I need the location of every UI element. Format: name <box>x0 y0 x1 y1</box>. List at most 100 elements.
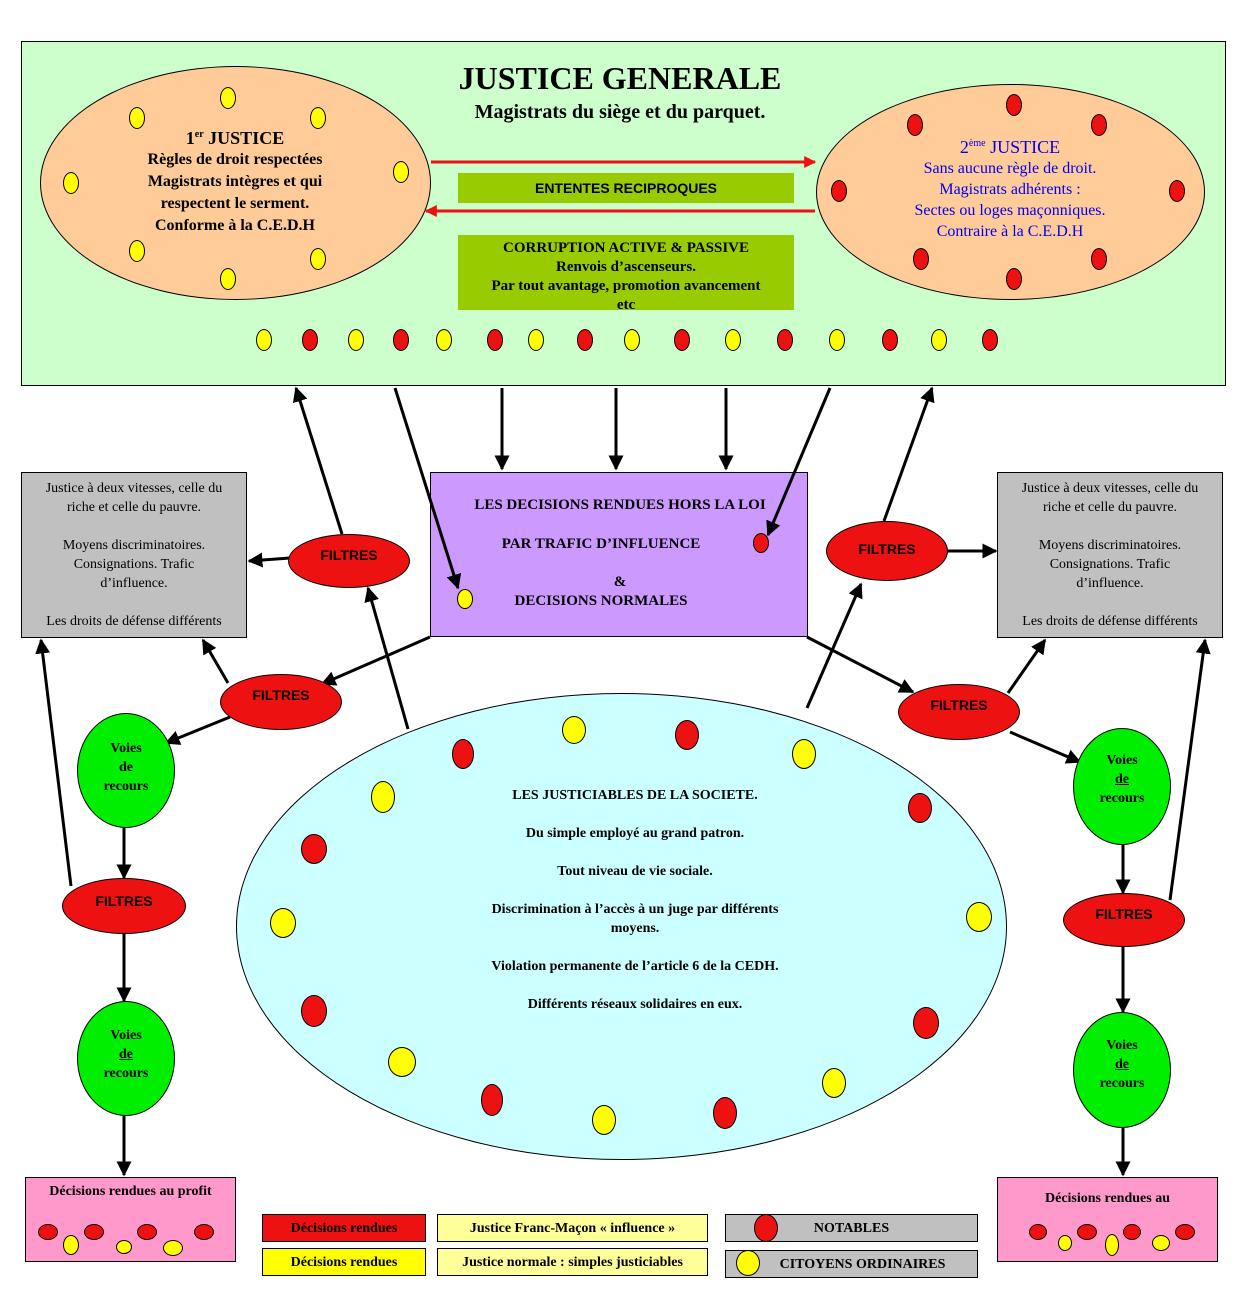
red-dot <box>1123 1224 1141 1240</box>
arrow <box>805 582 863 709</box>
arrow <box>364 586 410 730</box>
legend-red-decisions: Décisions rendues <box>262 1214 426 1242</box>
red-dot <box>913 248 929 270</box>
box-line: riche et celle du pauvre. <box>1042 500 1178 515</box>
arrow <box>1009 730 1082 764</box>
society-line: Discrimination à l’accès à un juge par d… <box>491 902 779 917</box>
red-dot <box>674 329 690 351</box>
yellow-dot <box>829 329 845 351</box>
red-dot <box>907 114 923 136</box>
decisions-profit-label: Décisions rendues au <box>1045 1191 1170 1206</box>
arrow <box>320 635 431 686</box>
red-dot <box>913 1007 939 1039</box>
box-line: Consignations. Trafic <box>1049 557 1171 572</box>
society-text: LES JUSTICIABLES DE LA SOCIETE. Du simpl… <box>455 786 815 1014</box>
society-line: Tout niveau de vie sociale. <box>557 864 713 879</box>
red-dot <box>577 329 593 351</box>
yellow-dot <box>1152 1235 1170 1251</box>
yellow-dot <box>63 172 79 194</box>
red-dot <box>1091 114 1107 136</box>
corruption-title: CORRUPTION ACTIVE & PASSIVE <box>502 240 749 256</box>
first-justice-ellipse <box>40 66 431 300</box>
yellow-dot <box>822 1068 846 1098</box>
red-dot <box>301 834 327 864</box>
yellow-dot <box>256 329 272 351</box>
second-justice-line: Contraire à la C.E.D.H <box>936 223 1084 240</box>
yellow-dot <box>792 739 816 769</box>
first-justice-line: Magistrats intègres et qui <box>147 173 323 190</box>
box-line: Moyens discriminatoires. <box>62 538 206 553</box>
first-justice-line: respectent le serment. <box>160 195 310 212</box>
yellow-dot <box>1105 1234 1119 1256</box>
box-line: Justice à deux vitesses, celle du <box>1021 481 1199 496</box>
legend-citoyens: CITOYENS ORDINAIRES <box>725 1250 978 1278</box>
yellow-dot <box>348 329 364 351</box>
yellow-dot <box>310 248 326 270</box>
arrow <box>766 387 832 537</box>
yellow-dot <box>371 781 395 813</box>
legend-yellow-decisions: Décisions rendues <box>262 1248 426 1276</box>
right-inequality-box: Justice à deux vitesses, celle du riche … <box>997 472 1223 638</box>
corruption-line: etc <box>616 297 636 310</box>
yellow-dot <box>562 716 586 744</box>
red-dot <box>1077 1224 1097 1240</box>
yellow-dot <box>966 902 992 932</box>
society-title: LES JUSTICIABLES DE LA SOCIETE. <box>512 788 758 803</box>
red-dot <box>1169 180 1185 202</box>
second-justice-text: 2ème JUSTICE Sans aucune règle de droit.… <box>875 133 1145 242</box>
red-dot <box>487 329 503 351</box>
first-justice-line: Conforme à la C.E.D.H <box>155 217 315 234</box>
yellow-dot <box>116 1240 132 1254</box>
yellow-dot <box>129 107 145 129</box>
yellow-dot <box>388 1047 416 1077</box>
second-justice-line: Sectes ou loges maçonniques. <box>914 202 1106 219</box>
decisions-line: DECISIONS NORMALES <box>514 593 688 609</box>
red-dot <box>1029 1224 1047 1240</box>
box-line: Les droits de défense différents <box>1022 614 1198 629</box>
second-justice-line: Magistrats adhérents : <box>939 181 1081 198</box>
arrow <box>201 638 230 684</box>
corruption-line: Renvois d’ascenseurs. <box>555 259 696 275</box>
first-justice-text: 1er JUSTICE Règles de droit respectées M… <box>100 124 370 237</box>
yellow-dot <box>220 268 236 290</box>
arrow <box>292 386 344 535</box>
red-dot <box>1006 94 1022 116</box>
arrow <box>806 635 915 694</box>
yellow-dot <box>725 329 741 351</box>
arrow <box>882 386 935 522</box>
notables-legend-dot <box>754 1214 778 1242</box>
yellow-dot <box>624 329 640 351</box>
red-dot <box>301 995 327 1027</box>
yellow-dot <box>931 329 947 351</box>
arrow <box>35 638 73 887</box>
decisions-profit-label: Décisions rendues au profit <box>49 1184 212 1199</box>
second-justice-line: Sans aucune règle de droit. <box>923 160 1097 177</box>
second-justice-ellipse <box>816 84 1205 300</box>
yellow-dot <box>63 1235 79 1255</box>
red-dot <box>452 739 474 769</box>
red-dot <box>713 1097 737 1129</box>
yellow-dot <box>457 589 473 609</box>
decisions-line: PAR TRAFIC D’INFLUENCE <box>501 536 701 552</box>
corruption-line: Par tout avantage, promotion avancement <box>491 278 761 294</box>
page-subtitle: Magistrats du siège et du parquet. <box>474 101 766 123</box>
legend-justice-normale: Justice normale : simples justiciables <box>437 1248 708 1276</box>
yellow-dot <box>528 329 544 351</box>
red-dot <box>38 1224 58 1240</box>
arrow <box>393 387 462 590</box>
yellow-dot <box>129 240 145 262</box>
society-line: Différents réseaux solidaires en eux. <box>527 997 743 1012</box>
yellow-dot <box>220 87 236 109</box>
page-title: JUSTICE GENERALE <box>458 60 782 96</box>
yellow-dot <box>436 329 452 351</box>
filtres-ellipse: FILTRES <box>826 521 948 581</box>
red-dot <box>777 329 793 351</box>
red-dot <box>908 793 932 823</box>
box-line: d’influence. <box>100 576 168 591</box>
yellow-dot <box>393 161 409 183</box>
citoyens-legend-dot <box>736 1250 760 1276</box>
filtres-ellipse: FILTRES <box>1063 893 1185 947</box>
